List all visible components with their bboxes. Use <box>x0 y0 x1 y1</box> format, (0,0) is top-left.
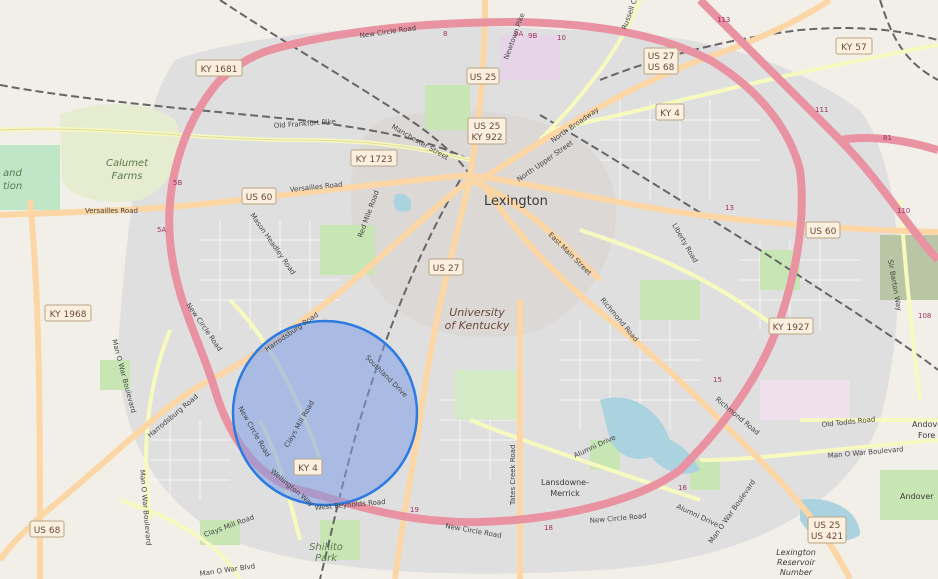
svg-text:108: 108 <box>918 312 931 320</box>
svg-text:15: 15 <box>713 376 722 384</box>
city-label: Lexington <box>484 194 548 209</box>
shield-ky1681: KY 1681 <box>201 65 238 75</box>
svg-text:113: 113 <box>717 16 730 24</box>
shillito-label-1: Shillito <box>309 542 343 553</box>
shield-ky4-ne: KY 4 <box>660 109 680 119</box>
reservoir-label-3: Number <box>780 568 813 577</box>
svg-text:19: 19 <box>410 506 419 514</box>
calumet-label-1: Calumet <box>106 158 149 169</box>
selection-circle[interactable] <box>231 319 419 507</box>
lansdowne-label-1: Lansdowne- <box>541 478 589 487</box>
shield-us25-se: US 25 <box>814 521 841 531</box>
shield-us27: US 27 <box>648 52 675 62</box>
shield-us27-mid: US 27 <box>433 264 460 274</box>
shield-ky1927: KY 1927 <box>773 323 810 333</box>
andover-label-2: Fore <box>918 431 935 440</box>
new-circle-road <box>165 17 806 527</box>
shield-ky1968: KY 1968 <box>50 310 87 320</box>
svg-text:9A: 9A <box>514 30 523 38</box>
university-label-2: of Kentucky <box>445 319 510 332</box>
exit-numbers: 8 9A 9B 10 113 13 15 16 18 19 5B 5A 110 … <box>157 16 931 532</box>
svg-text:13: 13 <box>725 204 734 212</box>
shield-us25: US 25 <box>474 122 501 132</box>
andover-label-1: Andover <box>912 420 938 429</box>
shield-us68-sw: US 68 <box>34 526 61 536</box>
shield-ky4-sw: KY 4 <box>298 464 318 474</box>
reservoir-label-2: Reservoir <box>777 558 816 567</box>
svg-text:8: 8 <box>443 30 447 38</box>
shield-us68: US 68 <box>648 63 675 73</box>
svg-text:110: 110 <box>897 207 910 215</box>
svg-text:5A: 5A <box>157 226 166 234</box>
place-labels: Lexington University of Kentucky Calumet… <box>3 158 938 577</box>
shield-ky57: KY 57 <box>841 43 866 53</box>
route-shields: KY 1681 KY 57 US 25 US 27 US 68 KY 4 US … <box>29 37 873 544</box>
svg-text:9B: 9B <box>528 32 537 40</box>
edge-left-label-2: tion <box>3 181 22 192</box>
edge-left-label-1: and <box>3 168 22 179</box>
andover2-label: Andover <box>900 492 934 501</box>
shield-ky1723: KY 1723 <box>356 155 393 165</box>
shield-us25-top: US 25 <box>470 73 497 83</box>
svg-text:111: 111 <box>815 106 828 114</box>
lansdowne-label-2: Merrick <box>550 489 580 498</box>
interstate <box>697 0 938 263</box>
shield-us421: US 421 <box>811 532 843 542</box>
svg-text:10: 10 <box>557 34 566 42</box>
svg-text:16: 16 <box>678 484 687 492</box>
svg-text:18: 18 <box>544 524 553 532</box>
calumet-label-2: Farms <box>112 171 143 182</box>
svg-text:81: 81 <box>883 134 892 142</box>
shield-us60-w: US 60 <box>246 193 273 203</box>
label-tates-creek: Tates Creek Road <box>509 445 517 506</box>
shillito-label-2: Park <box>315 553 338 564</box>
shield-us60-e: US 60 <box>810 227 837 237</box>
label-versailles-w: Versailles Road <box>85 207 138 215</box>
university-label-1: University <box>449 306 505 319</box>
svg-text:5B: 5B <box>173 179 182 187</box>
shield-ky922: KY 922 <box>471 133 502 143</box>
reservoir-label-1: Lexington <box>776 548 816 557</box>
